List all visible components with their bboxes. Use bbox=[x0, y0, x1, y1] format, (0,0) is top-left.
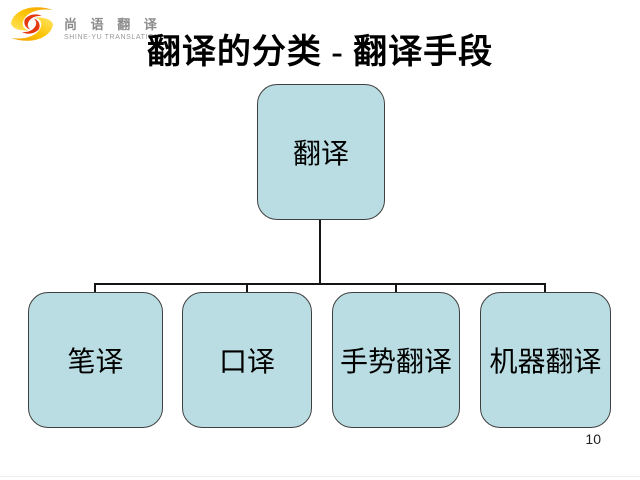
connector-stub-2 bbox=[246, 283, 248, 294]
page-number: 10 bbox=[585, 431, 601, 447]
connector-root-vertical bbox=[319, 220, 321, 284]
child-node-interpretation: 口译 bbox=[182, 292, 312, 428]
child-node-label: 机器翻译 bbox=[489, 347, 602, 378]
logo-swirl-icon bbox=[11, 7, 53, 41]
root-node-label: 翻译 bbox=[292, 139, 349, 170]
connector-stub-4 bbox=[544, 283, 546, 294]
bottom-hairline bbox=[0, 476, 640, 477]
logo-text: 尚 语 翻 译 SHINE-YU TRANSLATION bbox=[64, 14, 162, 41]
child-node-label: 笔译 bbox=[67, 347, 124, 378]
logo-name-en: SHINE-YU TRANSLATION bbox=[64, 33, 160, 41]
child-node-label: 手势翻译 bbox=[339, 347, 452, 378]
root-node-translation: 翻译 bbox=[257, 84, 385, 220]
slide-title: 翻译的分类 - 翻译手段 bbox=[146, 34, 494, 71]
child-node-sign-translation: 手势翻译 bbox=[332, 292, 460, 428]
child-node-written-translation: 笔译 bbox=[28, 292, 163, 428]
connector-stub-3 bbox=[395, 283, 397, 294]
logo: 尚 语 翻 译 SHINE-YU TRANSLATION bbox=[6, 2, 162, 46]
child-node-machine-translation: 机器翻译 bbox=[480, 292, 611, 428]
connector-stub-1 bbox=[94, 283, 96, 294]
connector-horizontal bbox=[94, 283, 546, 285]
logo-name-cn: 尚 语 翻 译 bbox=[64, 16, 162, 32]
child-node-label: 口译 bbox=[218, 347, 275, 378]
